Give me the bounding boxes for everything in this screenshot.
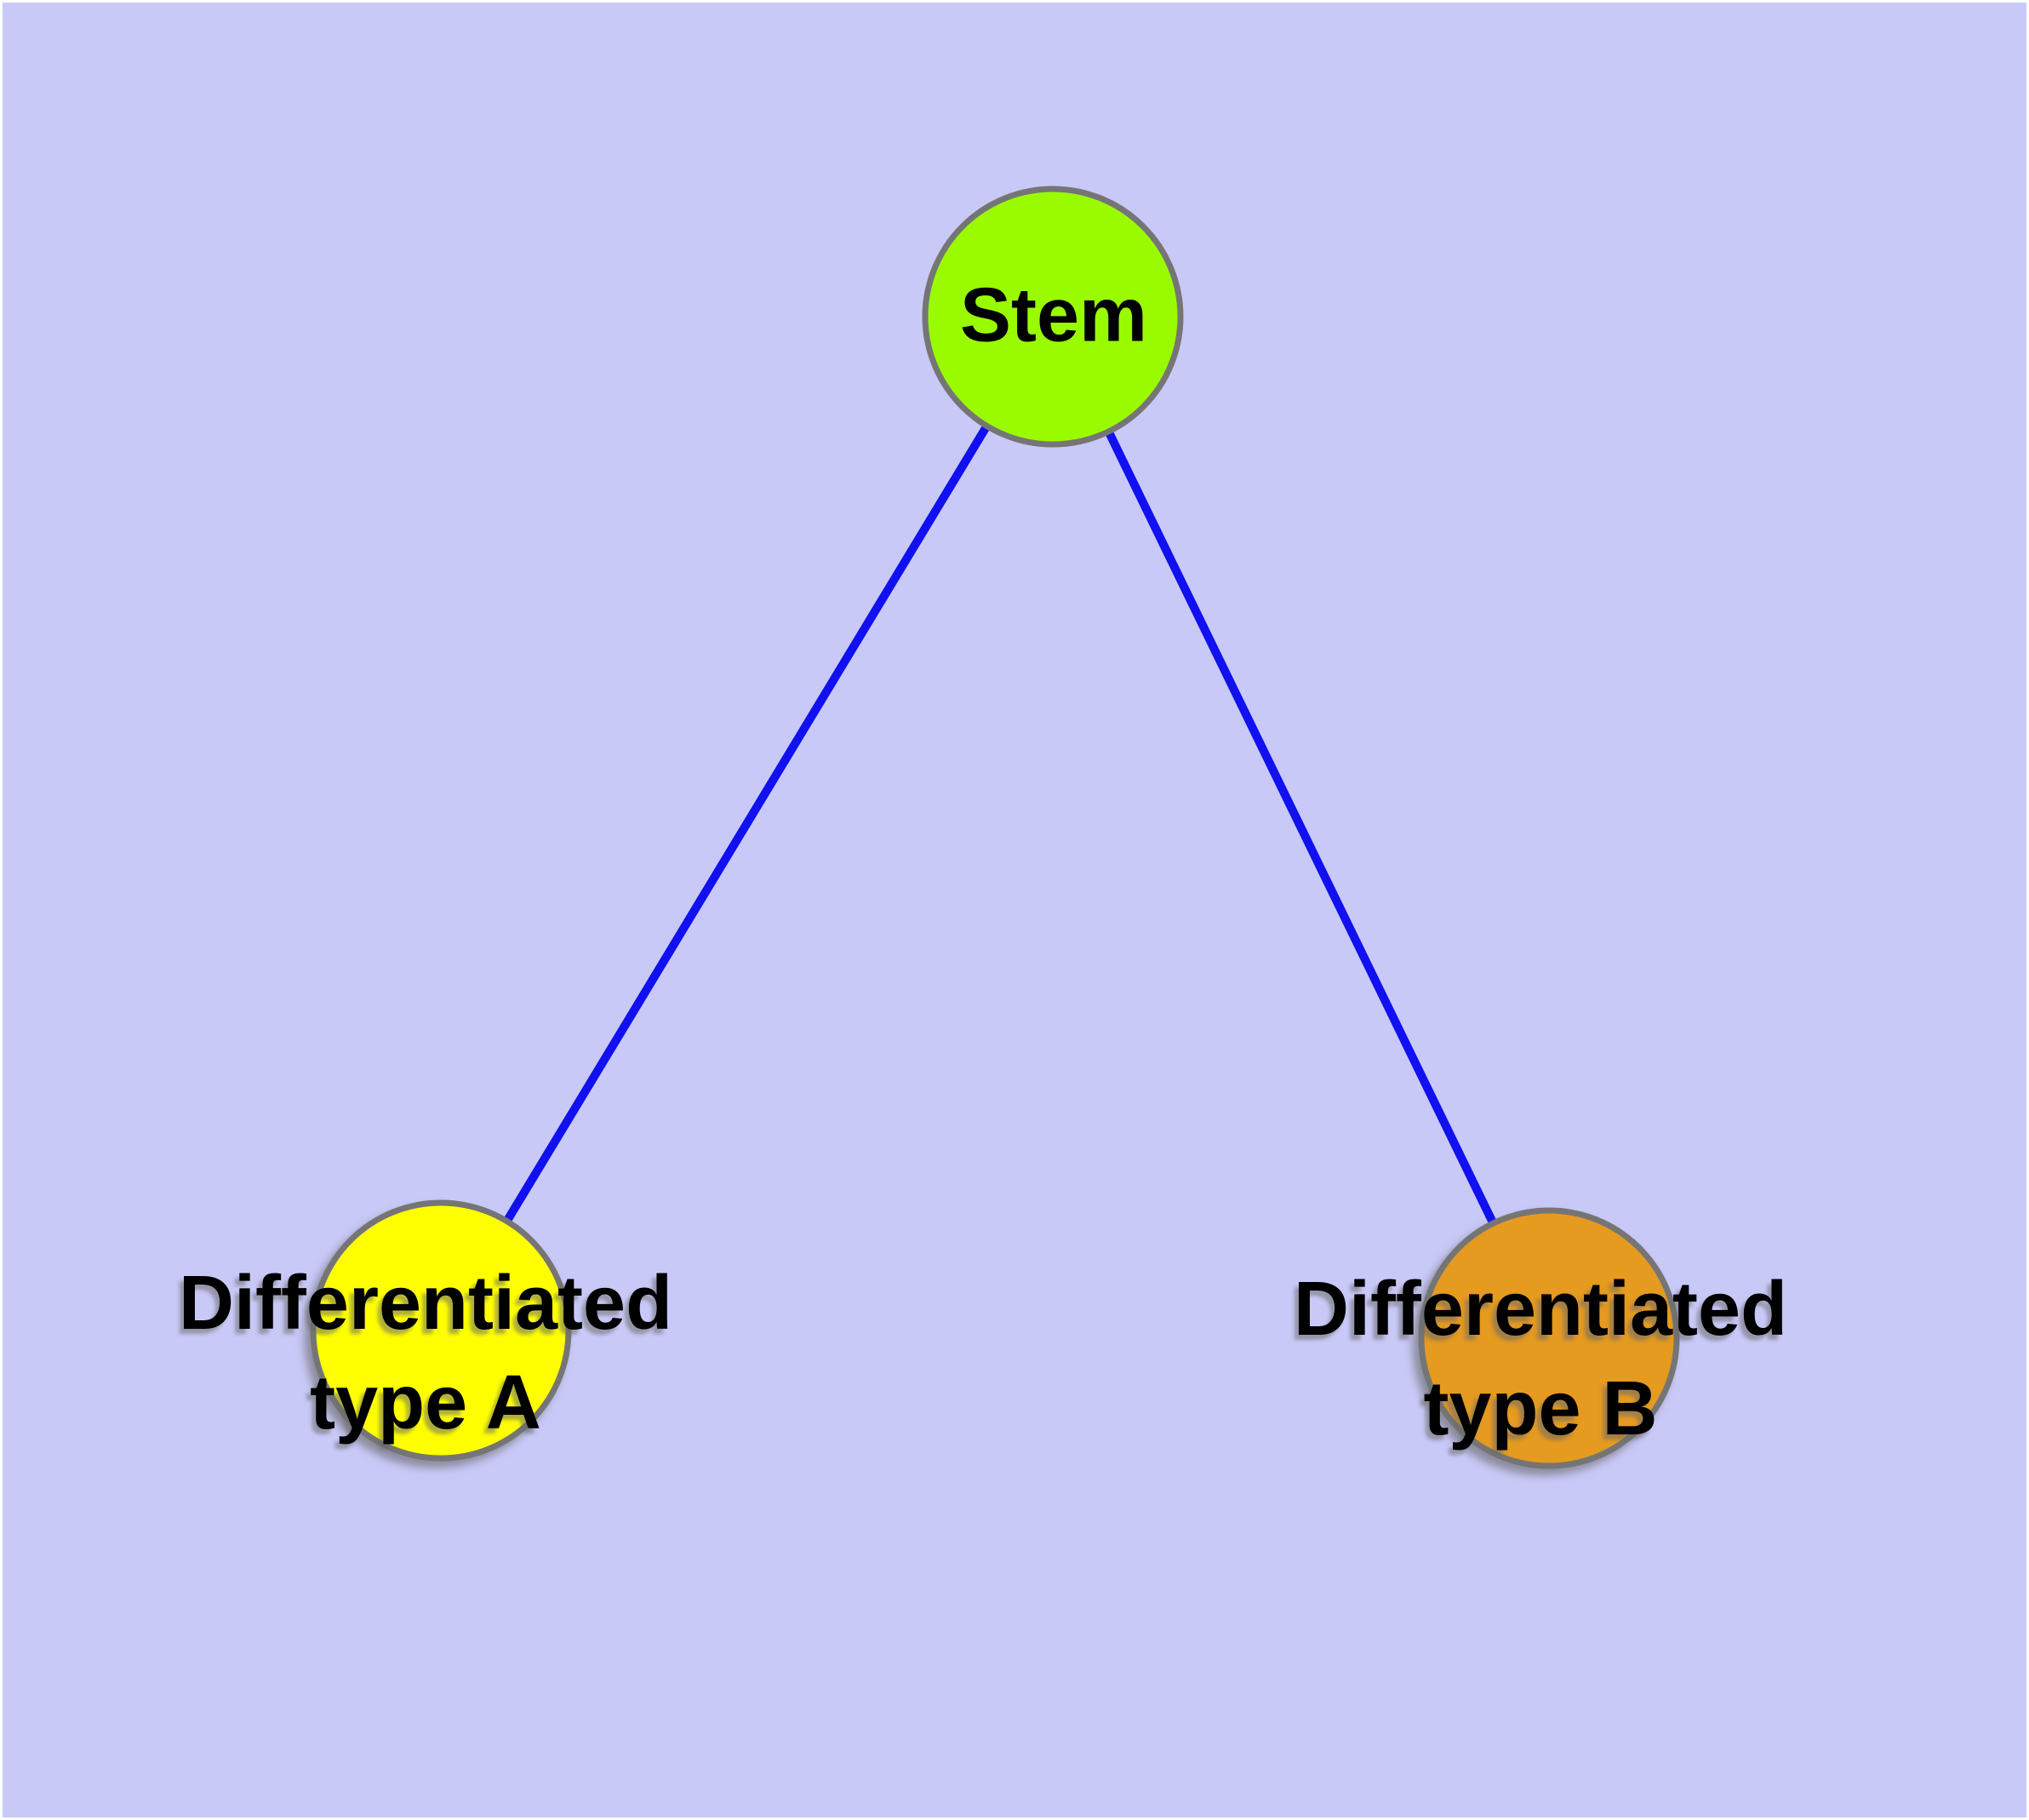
node-type-a-label-line2: type A (310, 1360, 541, 1445)
node-stem-label: Stem (959, 272, 1148, 358)
edge-stem-to-type-a (437, 312, 1057, 1335)
node-type-b-label-line1: Differentiated (1293, 1267, 1788, 1352)
node-type-b-label-line2: type B (1423, 1366, 1658, 1451)
edge-stem-to-type-b (1049, 312, 1553, 1342)
node-type-b-circle (1418, 1207, 1680, 1469)
node-type-b-label: Differentiated type B (1294, 1260, 1787, 1459)
node-stem-circle (922, 186, 1184, 448)
node-type-a-circle (310, 1199, 572, 1462)
node-type-a-label-line1: Differentiated (178, 1261, 673, 1346)
node-type-a-label: Differentiated type A (179, 1254, 672, 1453)
